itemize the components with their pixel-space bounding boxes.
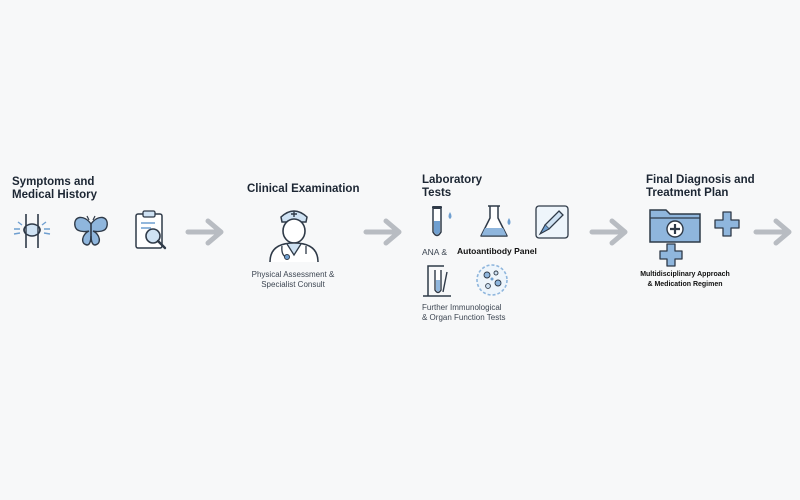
step-2-caption: Physical Assessment & Specialist Consult: [251, 270, 335, 289]
microscope-cells-icon: [474, 262, 510, 298]
flow-arrow-2: [363, 217, 404, 247]
step-4-caption: Multidisciplinary Approach & Medication …: [640, 271, 730, 288]
plus-cross-icon: [714, 211, 740, 237]
step-2-title: Clinical Examination: [247, 183, 360, 195]
clipboard-search-icon: [134, 210, 168, 250]
flow-arrow-4: [753, 217, 794, 247]
test-tube-icon: [428, 204, 456, 240]
step-3-title: Laboratory Tests: [422, 174, 483, 199]
step-3-caption: Further Immunological & Organ Function T…: [422, 303, 506, 322]
autoantibody-panel-label: Autoantibody Panel: [457, 246, 537, 256]
flow-arrow-1: [185, 217, 226, 247]
medical-folder-icon: [648, 204, 702, 244]
test-stand-icon: [422, 262, 452, 298]
flow-arrow-3: [589, 217, 630, 247]
step-1-title: Symptoms and Medical History: [12, 176, 97, 201]
ana-label: ANA &: [422, 247, 448, 257]
plus-cross-icon: [659, 243, 683, 267]
flask-icon: [478, 204, 514, 240]
doctor-icon: [264, 205, 324, 263]
pipette-icon: [535, 205, 569, 239]
step-4-title: Final Diagnosis and Treatment Plan: [646, 174, 755, 199]
joint-pain-icon: [12, 212, 52, 250]
butterfly-rash-icon: [72, 214, 110, 248]
